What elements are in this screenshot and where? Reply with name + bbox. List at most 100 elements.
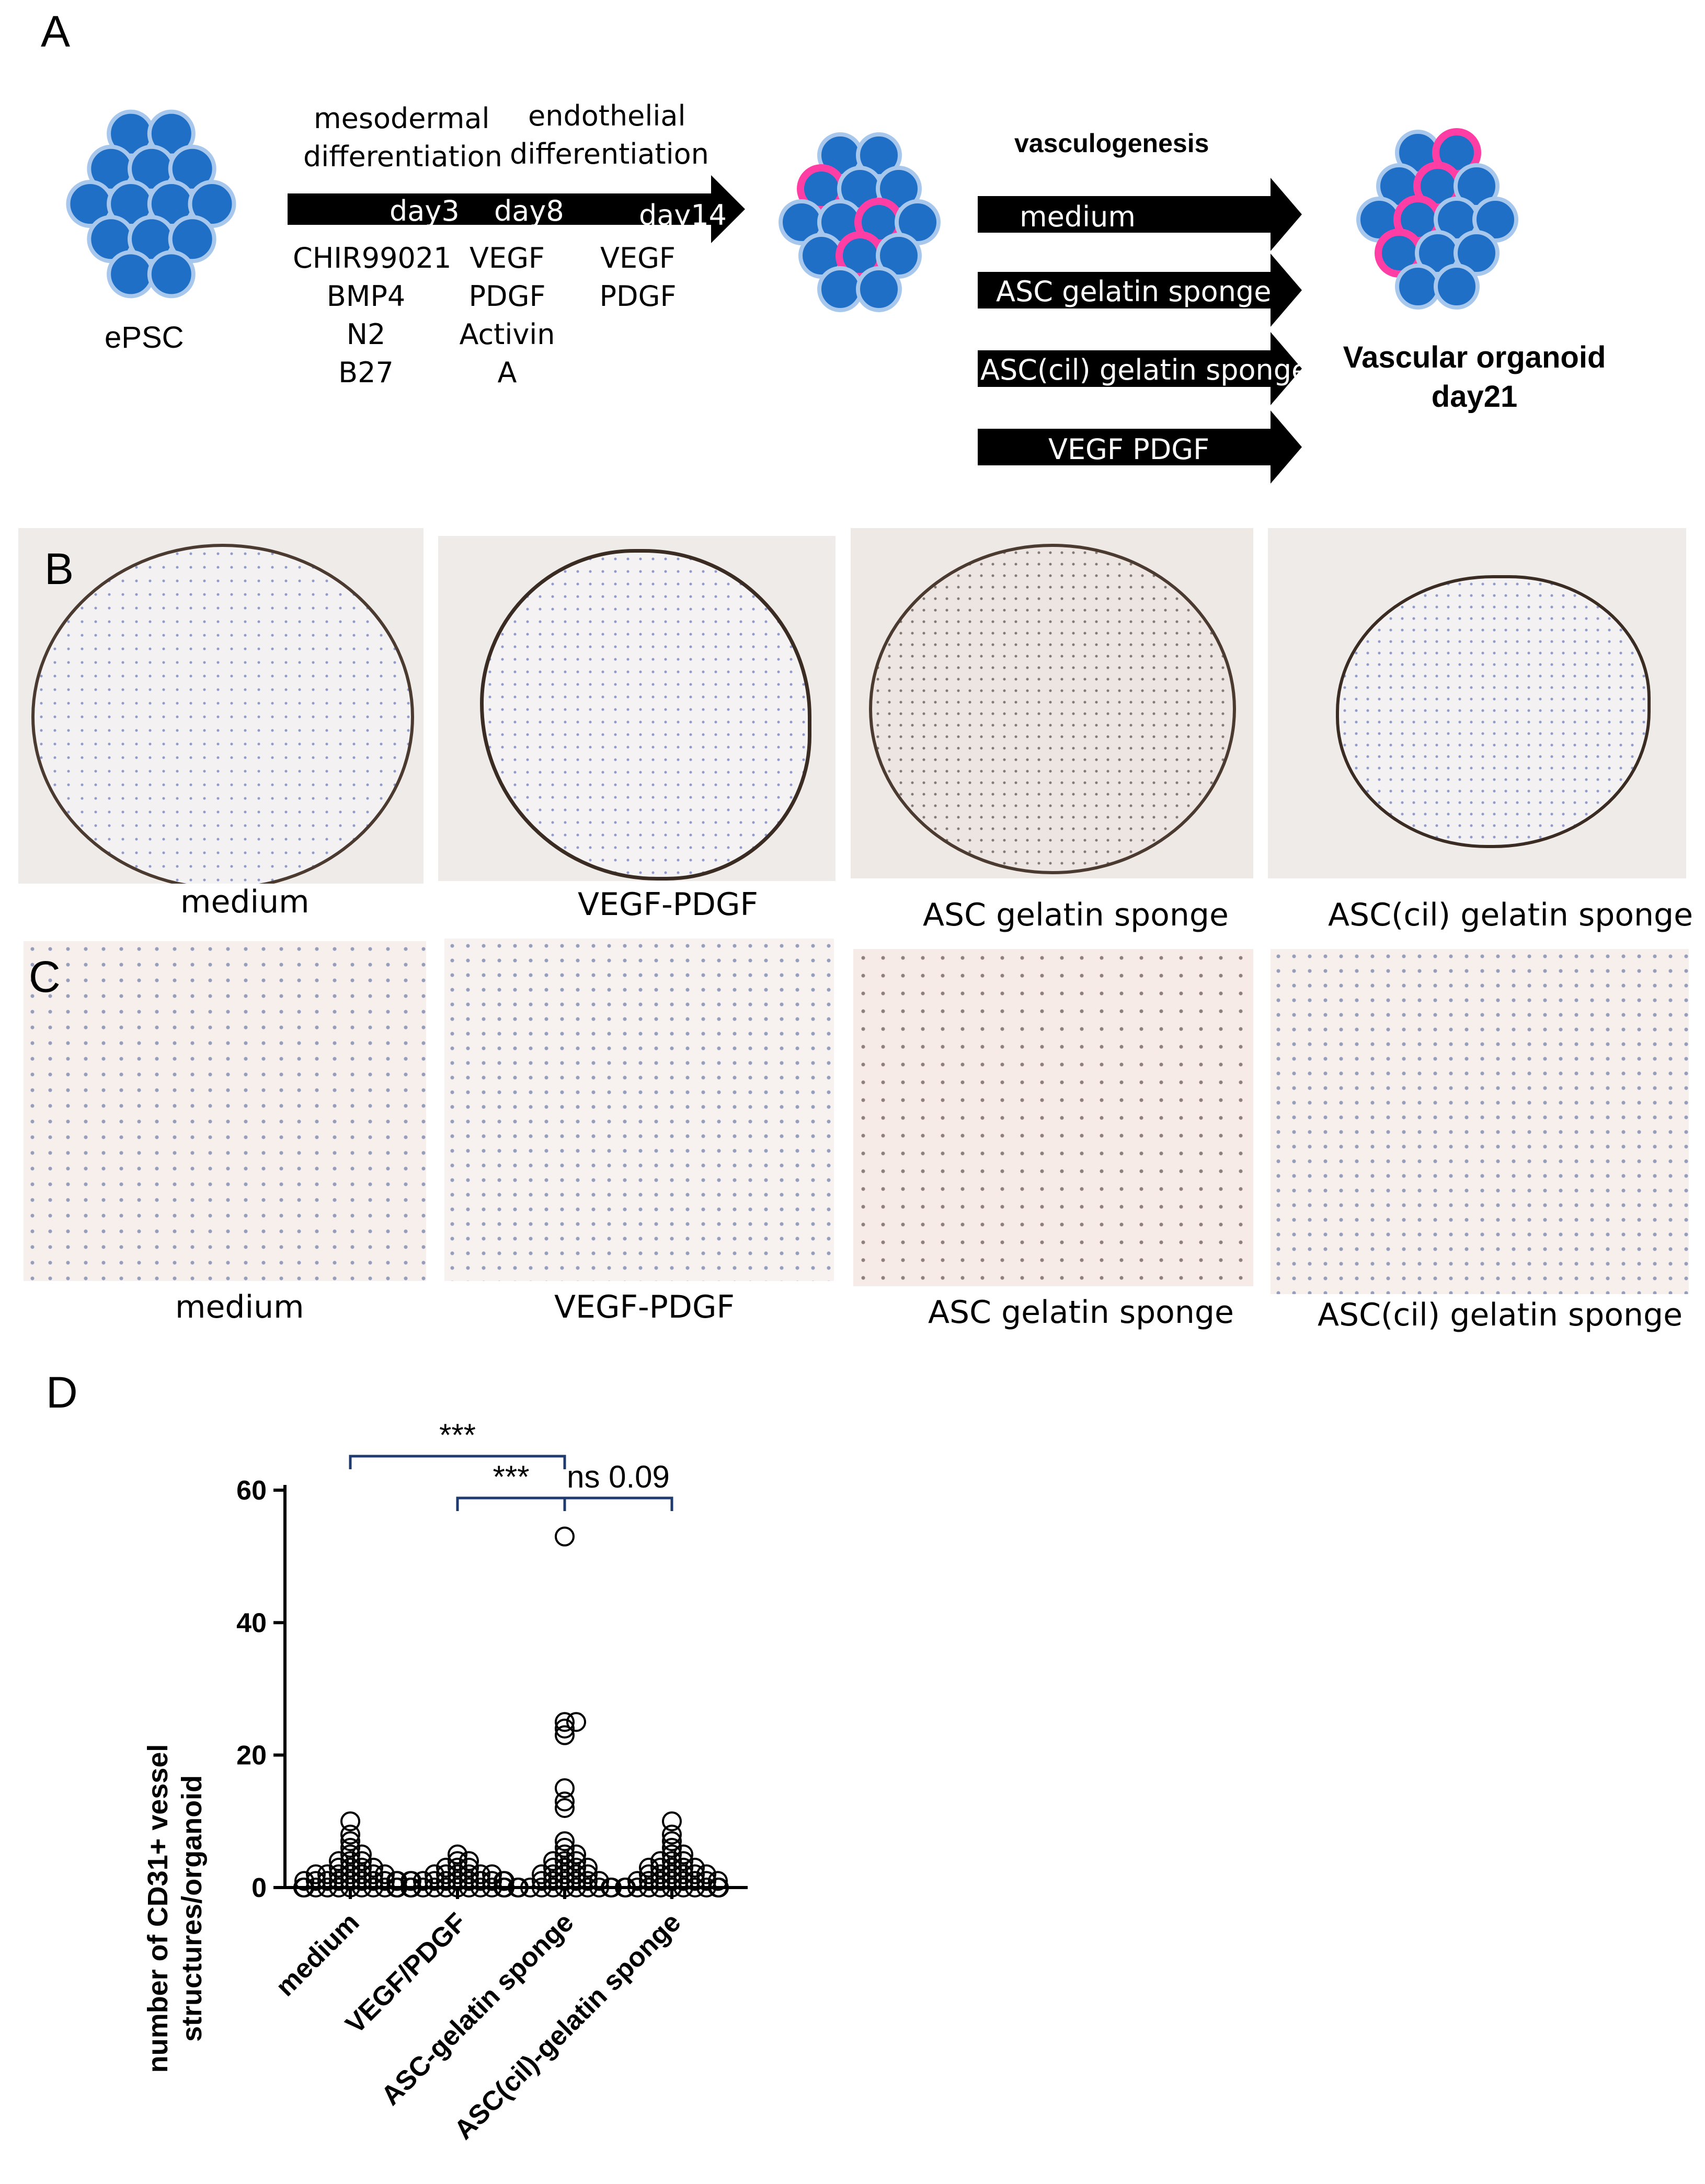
data-point [413, 1878, 433, 1897]
data-point [589, 1878, 609, 1897]
stage2-title-line1: endothelial [528, 99, 686, 132]
data-point [471, 1871, 490, 1891]
data-point [639, 1871, 659, 1891]
panel-label-b: B [44, 544, 74, 593]
reagent-b27: B27 [338, 356, 394, 389]
data-point [532, 1878, 552, 1897]
data-point [566, 1878, 586, 1897]
significance-label: *** [493, 1459, 529, 1494]
data-point [459, 1871, 479, 1891]
data-point [555, 1878, 575, 1897]
data-point [627, 1871, 647, 1891]
caption-b-vegf-pdgf: VEGF-PDGF [578, 886, 758, 923]
data-point [293, 1878, 313, 1897]
data-point [639, 1858, 659, 1878]
data-point [306, 1864, 326, 1884]
data-point [425, 1878, 444, 1897]
y-axis-label-line1: number of CD31+ vessel [142, 1744, 174, 2073]
data-point [685, 1878, 705, 1897]
data-point [650, 1851, 670, 1871]
micrograph-b-asc-cil-gelatin [1268, 528, 1686, 878]
data-point [662, 1811, 682, 1832]
data-point [578, 1864, 598, 1884]
stem-cell [107, 250, 155, 299]
data-point [317, 1871, 337, 1891]
vascular-organoid-label: Vascular organoid [1343, 340, 1606, 374]
data-point [375, 1878, 395, 1897]
stem-cell [817, 266, 863, 312]
data-point [413, 1871, 433, 1891]
condition-arrow-medium [978, 178, 1302, 251]
data-point [317, 1878, 337, 1897]
data-point [662, 1878, 682, 1897]
day3-label: day3 [390, 195, 460, 227]
data-point [696, 1871, 716, 1891]
data-point [363, 1864, 383, 1884]
data-point [363, 1878, 383, 1897]
data-point [662, 1871, 682, 1891]
data-point [340, 1878, 360, 1897]
data-point [352, 1851, 372, 1871]
data-point [436, 1864, 456, 1884]
data-point [555, 1725, 575, 1745]
reagent-n2: N2 [346, 318, 386, 351]
reagent-chir: CHIR99021 [293, 242, 452, 275]
data-point [555, 1719, 575, 1739]
vasculogenesis-title: vasculogenesis [1014, 129, 1209, 158]
data-point [555, 1838, 575, 1858]
data-point [329, 1871, 349, 1891]
significance-bracket [349, 1455, 566, 1469]
data-point [673, 1858, 693, 1878]
caption-c-asc-gelatin: ASC gelatin sponge [928, 1294, 1234, 1331]
data-point [306, 1878, 326, 1897]
data-point [425, 1871, 444, 1891]
data-point [566, 1871, 586, 1891]
data-point [340, 1838, 360, 1858]
panel-label-d: D [46, 1368, 78, 1417]
data-point [555, 1526, 575, 1547]
data-point [340, 1831, 360, 1851]
data-point [329, 1878, 349, 1897]
data-point [685, 1864, 705, 1884]
x-tick-label: ASC(cil)-gelatin sponge [449, 1907, 687, 2145]
stage1-title-line2: differentiation [303, 140, 502, 173]
vascular-organoid-cluster [1356, 128, 1518, 310]
data-point [543, 1858, 563, 1878]
significance-label: *** [439, 1417, 476, 1453]
vascular-organoid-day-label: day21 [1431, 380, 1518, 414]
micrograph-b-vegf-pdgf [438, 536, 836, 881]
data-point [639, 1864, 659, 1884]
data-point [650, 1878, 670, 1897]
reagent-activin: Activin [459, 318, 555, 351]
condition-arrow-vegf-pdgf [978, 410, 1302, 484]
caption-b-medium: medium [180, 884, 310, 920]
data-point [436, 1878, 456, 1897]
panel-label-a: A [41, 7, 71, 56]
data-point [673, 1871, 693, 1891]
data-point [673, 1864, 693, 1884]
data-point [696, 1864, 716, 1884]
data-point [352, 1878, 372, 1897]
data-point [436, 1871, 456, 1891]
stem-cell [147, 250, 196, 299]
data-point [662, 1824, 682, 1845]
epsc-label: ePSC [105, 321, 184, 355]
data-point [448, 1858, 467, 1878]
data-point [566, 1858, 586, 1878]
data-point [482, 1878, 502, 1897]
data-point [555, 1844, 575, 1865]
data-point [352, 1871, 372, 1891]
y-tick-label: 60 [236, 1476, 267, 1506]
data-point [555, 1798, 575, 1818]
data-point [555, 1864, 575, 1884]
stem-cell [856, 266, 902, 312]
data-point [673, 1844, 693, 1865]
data-point [352, 1844, 372, 1865]
data-point [471, 1878, 490, 1897]
condition-arrow-asc [978, 254, 1302, 327]
data-point [340, 1844, 360, 1865]
data-point [589, 1871, 609, 1891]
data-point [459, 1858, 479, 1878]
data-point [555, 1871, 575, 1891]
